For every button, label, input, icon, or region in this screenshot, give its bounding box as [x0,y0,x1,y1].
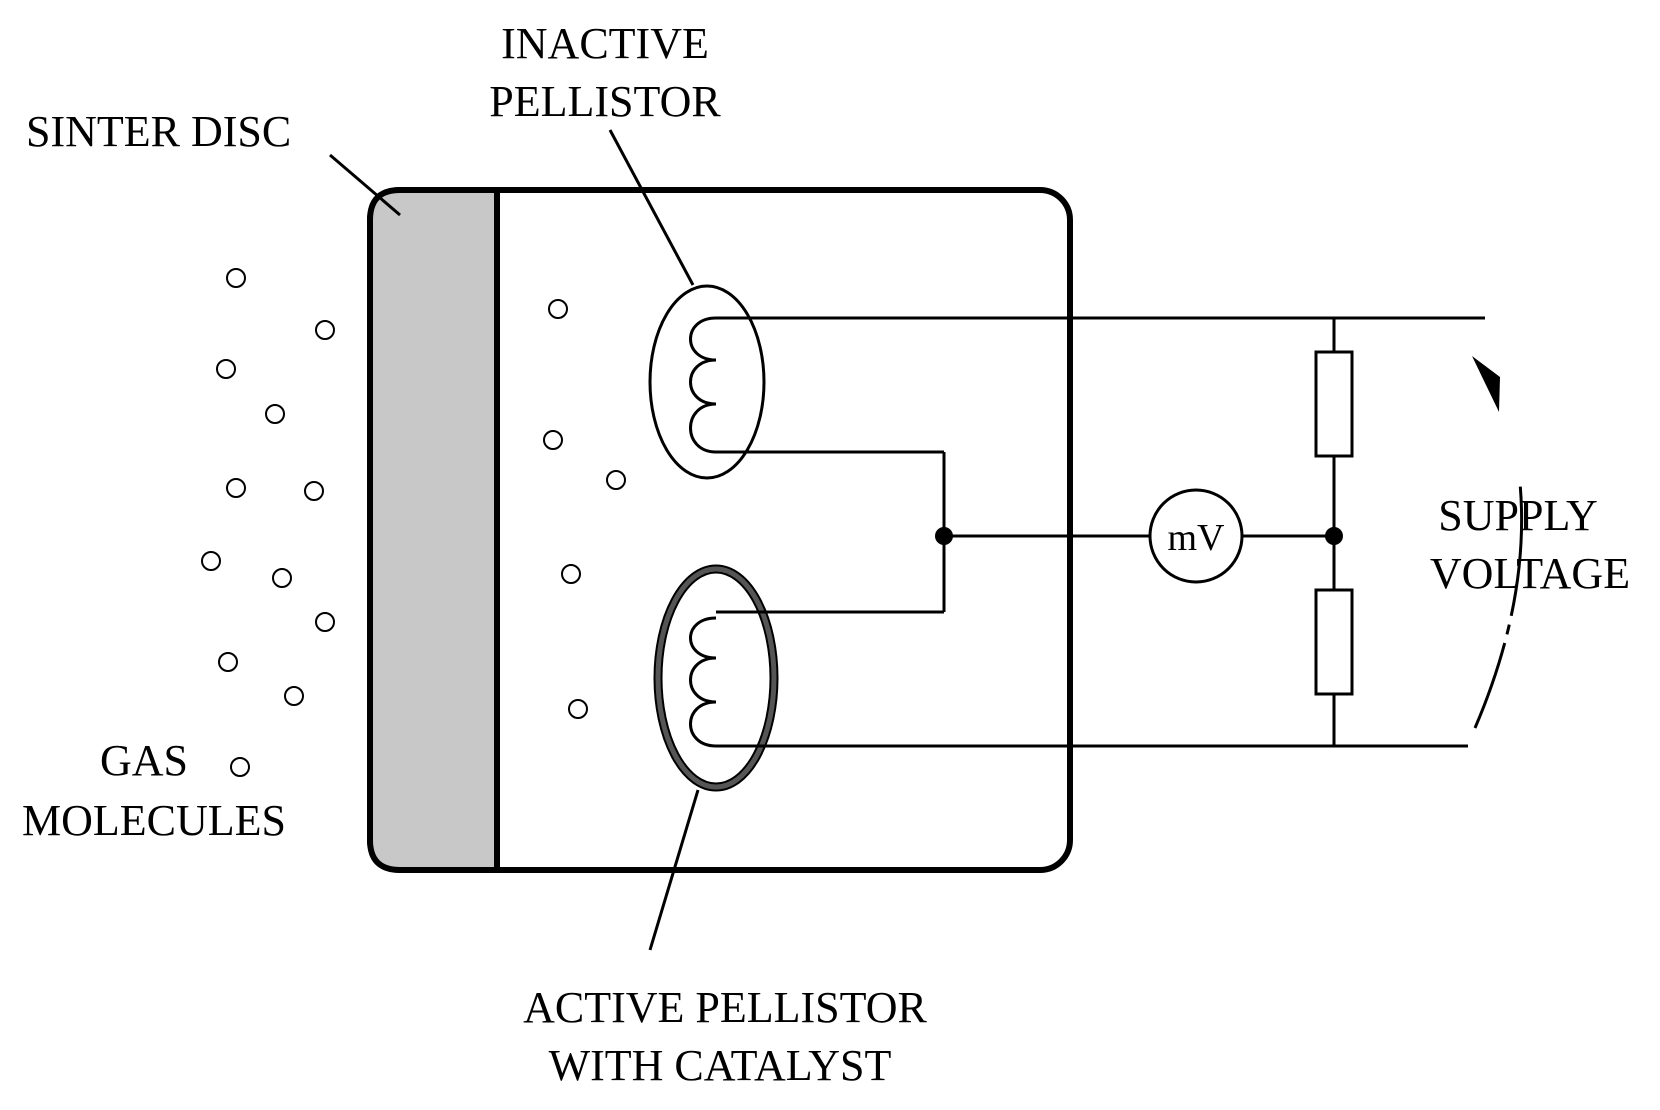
inactive-pellistor-label-line2: PELLISTOR [489,77,721,126]
millivoltmeter-label: mV [1168,517,1226,559]
active-pellistor-label-line2: WITH CATALYST [549,1041,892,1090]
inactive-pellistor [648,284,766,480]
active-pellistor [653,564,779,792]
gas-molecules-label-line1: GAS [100,736,188,785]
sinter-disc [367,187,500,873]
sinter-disc-leader [329,153,401,217]
gas-molecules-outside [201,268,335,777]
millivoltmeter [1148,488,1244,584]
supply-voltage-label-line1: SUPPLY [1438,491,1597,540]
inactive-pellistor-label-line1: INACTIVE [501,19,709,68]
lower-resistor [1314,588,1354,696]
supply-voltage-arrow [1473,361,1524,729]
junction-dot-left [935,527,953,545]
gas-molecules-label-line2: MOLECULES [22,796,286,845]
supply-voltage-label-line2: VOLTAGE [1430,549,1630,598]
junction-dot-right [1325,527,1343,545]
supply-voltage-arrowhead [1472,356,1500,412]
inactive-pellistor-coil [689,316,717,454]
active-pellistor-catalyst-layer [655,566,777,790]
active-pellistor-leader [648,789,700,951]
active-pellistor-label-line1: ACTIVE PELLISTOR [523,983,927,1032]
gas-molecules-inside [543,299,626,719]
circuit-wiring [716,316,1485,748]
upper-resistor [1314,350,1354,458]
active-pellistor-coil [689,616,717,748]
inactive-pellistor-leader [608,129,695,286]
inactive-pellistor-bead [648,284,766,480]
sinter-disc-label: SINTER DISC [26,107,291,156]
